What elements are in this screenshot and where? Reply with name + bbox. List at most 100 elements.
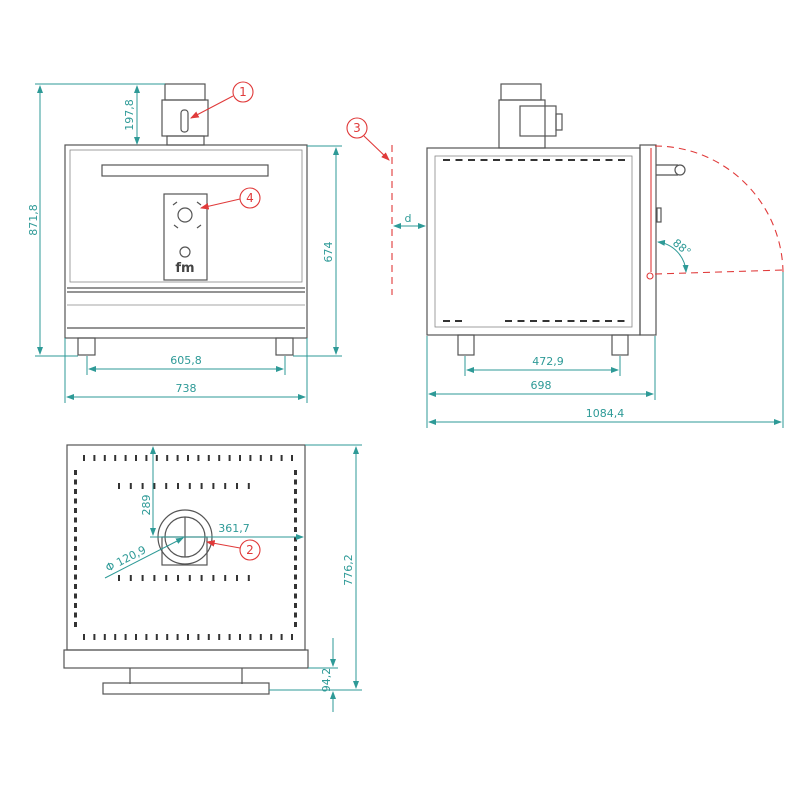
vent-slot: [294, 555, 297, 561]
side-view: 3 88° d 472,9 698 1084,4: [346, 83, 784, 428]
door-handle-bar: [101, 164, 269, 177]
vent-slot: [455, 320, 462, 322]
vent-slot: [291, 634, 293, 640]
vent-slot: [294, 565, 297, 570]
vent-slot: [618, 159, 625, 161]
oven-door: [69, 149, 303, 283]
vent-slot: [188, 483, 191, 489]
brand-logo: fm: [175, 261, 194, 276]
vent-slot: [177, 575, 179, 581]
vent-slot: [239, 634, 241, 640]
vent-slot: [518, 159, 525, 161]
vent-slot: [197, 634, 200, 640]
dim-body-height: 674: [322, 242, 335, 263]
vent-slot: [247, 483, 250, 489]
vent-slot: [188, 575, 191, 581]
dim-feet-spacing-front: 605,8: [170, 354, 202, 367]
side-body: [426, 147, 641, 336]
vent-slot: [118, 483, 120, 489]
vent-slot: [259, 455, 262, 461]
vent-slot: [505, 159, 513, 161]
door-handle: [674, 164, 686, 176]
top-view: 289 361,7 Φ 120,9 776,2 94,2 2: [63, 444, 362, 712]
vent-slot: [218, 634, 221, 640]
top-body: [66, 444, 306, 651]
vent-slot: [259, 634, 262, 640]
vent-slot: [555, 320, 562, 322]
vent-slot: [124, 455, 127, 461]
vent-slot: [74, 517, 77, 523]
vent-slot: [455, 159, 463, 161]
vent-slot: [177, 483, 179, 489]
dim-total-height: 871,8: [27, 204, 40, 236]
vent-slot: [530, 159, 538, 161]
dim-depth: 698: [531, 379, 552, 392]
vent-slot: [74, 489, 77, 494]
vent-slot: [294, 622, 297, 627]
vent-slot: [555, 159, 563, 161]
vent-slot: [153, 483, 156, 489]
vent-slot: [74, 622, 77, 627]
top-vent-slots: [74, 455, 297, 640]
vent-slot: [294, 527, 297, 532]
vent-slot: [197, 455, 200, 461]
vent-slot: [593, 159, 600, 161]
callout-2: [239, 539, 261, 561]
vent-slot: [74, 479, 77, 485]
vent-slot: [74, 584, 77, 589]
vent-slot: [468, 159, 475, 161]
callout-3-label: 3: [353, 121, 361, 135]
vent-slot: [129, 575, 132, 581]
vent-slot: [493, 159, 500, 161]
control-panel: [163, 193, 208, 281]
vent-slot: [294, 517, 297, 523]
dim-chimney-height: 197,8: [123, 99, 136, 131]
vent-slot: [218, 455, 221, 461]
oven-body: [64, 144, 308, 339]
callout-4-label: 4: [246, 191, 254, 205]
callout-1: [232, 81, 254, 103]
vent-slot: [228, 634, 231, 640]
vent-slot: [517, 320, 525, 322]
vent-slot: [617, 320, 625, 322]
vent-slot: [153, 575, 156, 581]
vent-slot: [567, 320, 575, 322]
dim-depth-door-open: 1084,4: [586, 407, 625, 420]
front-view: fm 871,8 197,8 674 605,8 738 1 4: [27, 81, 342, 403]
vent-slot: [135, 455, 137, 461]
foot-left: [77, 337, 96, 356]
vent-slot: [291, 455, 293, 461]
vent-slot: [165, 483, 168, 489]
vent-slot: [74, 527, 77, 532]
callout-4: [239, 187, 261, 209]
vent-slot: [294, 603, 297, 608]
control-knob: [177, 207, 193, 223]
dim-flue-front: 289: [140, 495, 153, 516]
vent-slot: [74, 603, 77, 608]
vent-slot: [207, 634, 210, 640]
vent-slot: [74, 565, 77, 570]
vent-slot: [118, 575, 120, 581]
vent-slot: [74, 470, 77, 475]
vent-slot: [74, 555, 77, 561]
vent-slot: [224, 483, 227, 489]
vent-slot: [294, 508, 297, 513]
vent-slot: [224, 575, 227, 581]
vent-slot: [129, 483, 132, 489]
vent-slot: [580, 320, 587, 322]
vent-slot: [212, 575, 215, 581]
vent-slot: [294, 546, 297, 551]
vent-slot: [294, 479, 297, 485]
vent-slot: [83, 634, 85, 640]
vent-slot: [249, 455, 252, 461]
vent-slot: [155, 455, 158, 461]
dim-width: 738: [176, 382, 197, 395]
vent-slot: [270, 634, 273, 640]
vent-slot: [74, 574, 77, 580]
dim-clearance: d: [405, 212, 412, 225]
vent-slot: [294, 498, 297, 504]
vent-slot: [294, 612, 297, 618]
vent-slot: [114, 455, 117, 461]
vent-slot: [294, 574, 297, 580]
